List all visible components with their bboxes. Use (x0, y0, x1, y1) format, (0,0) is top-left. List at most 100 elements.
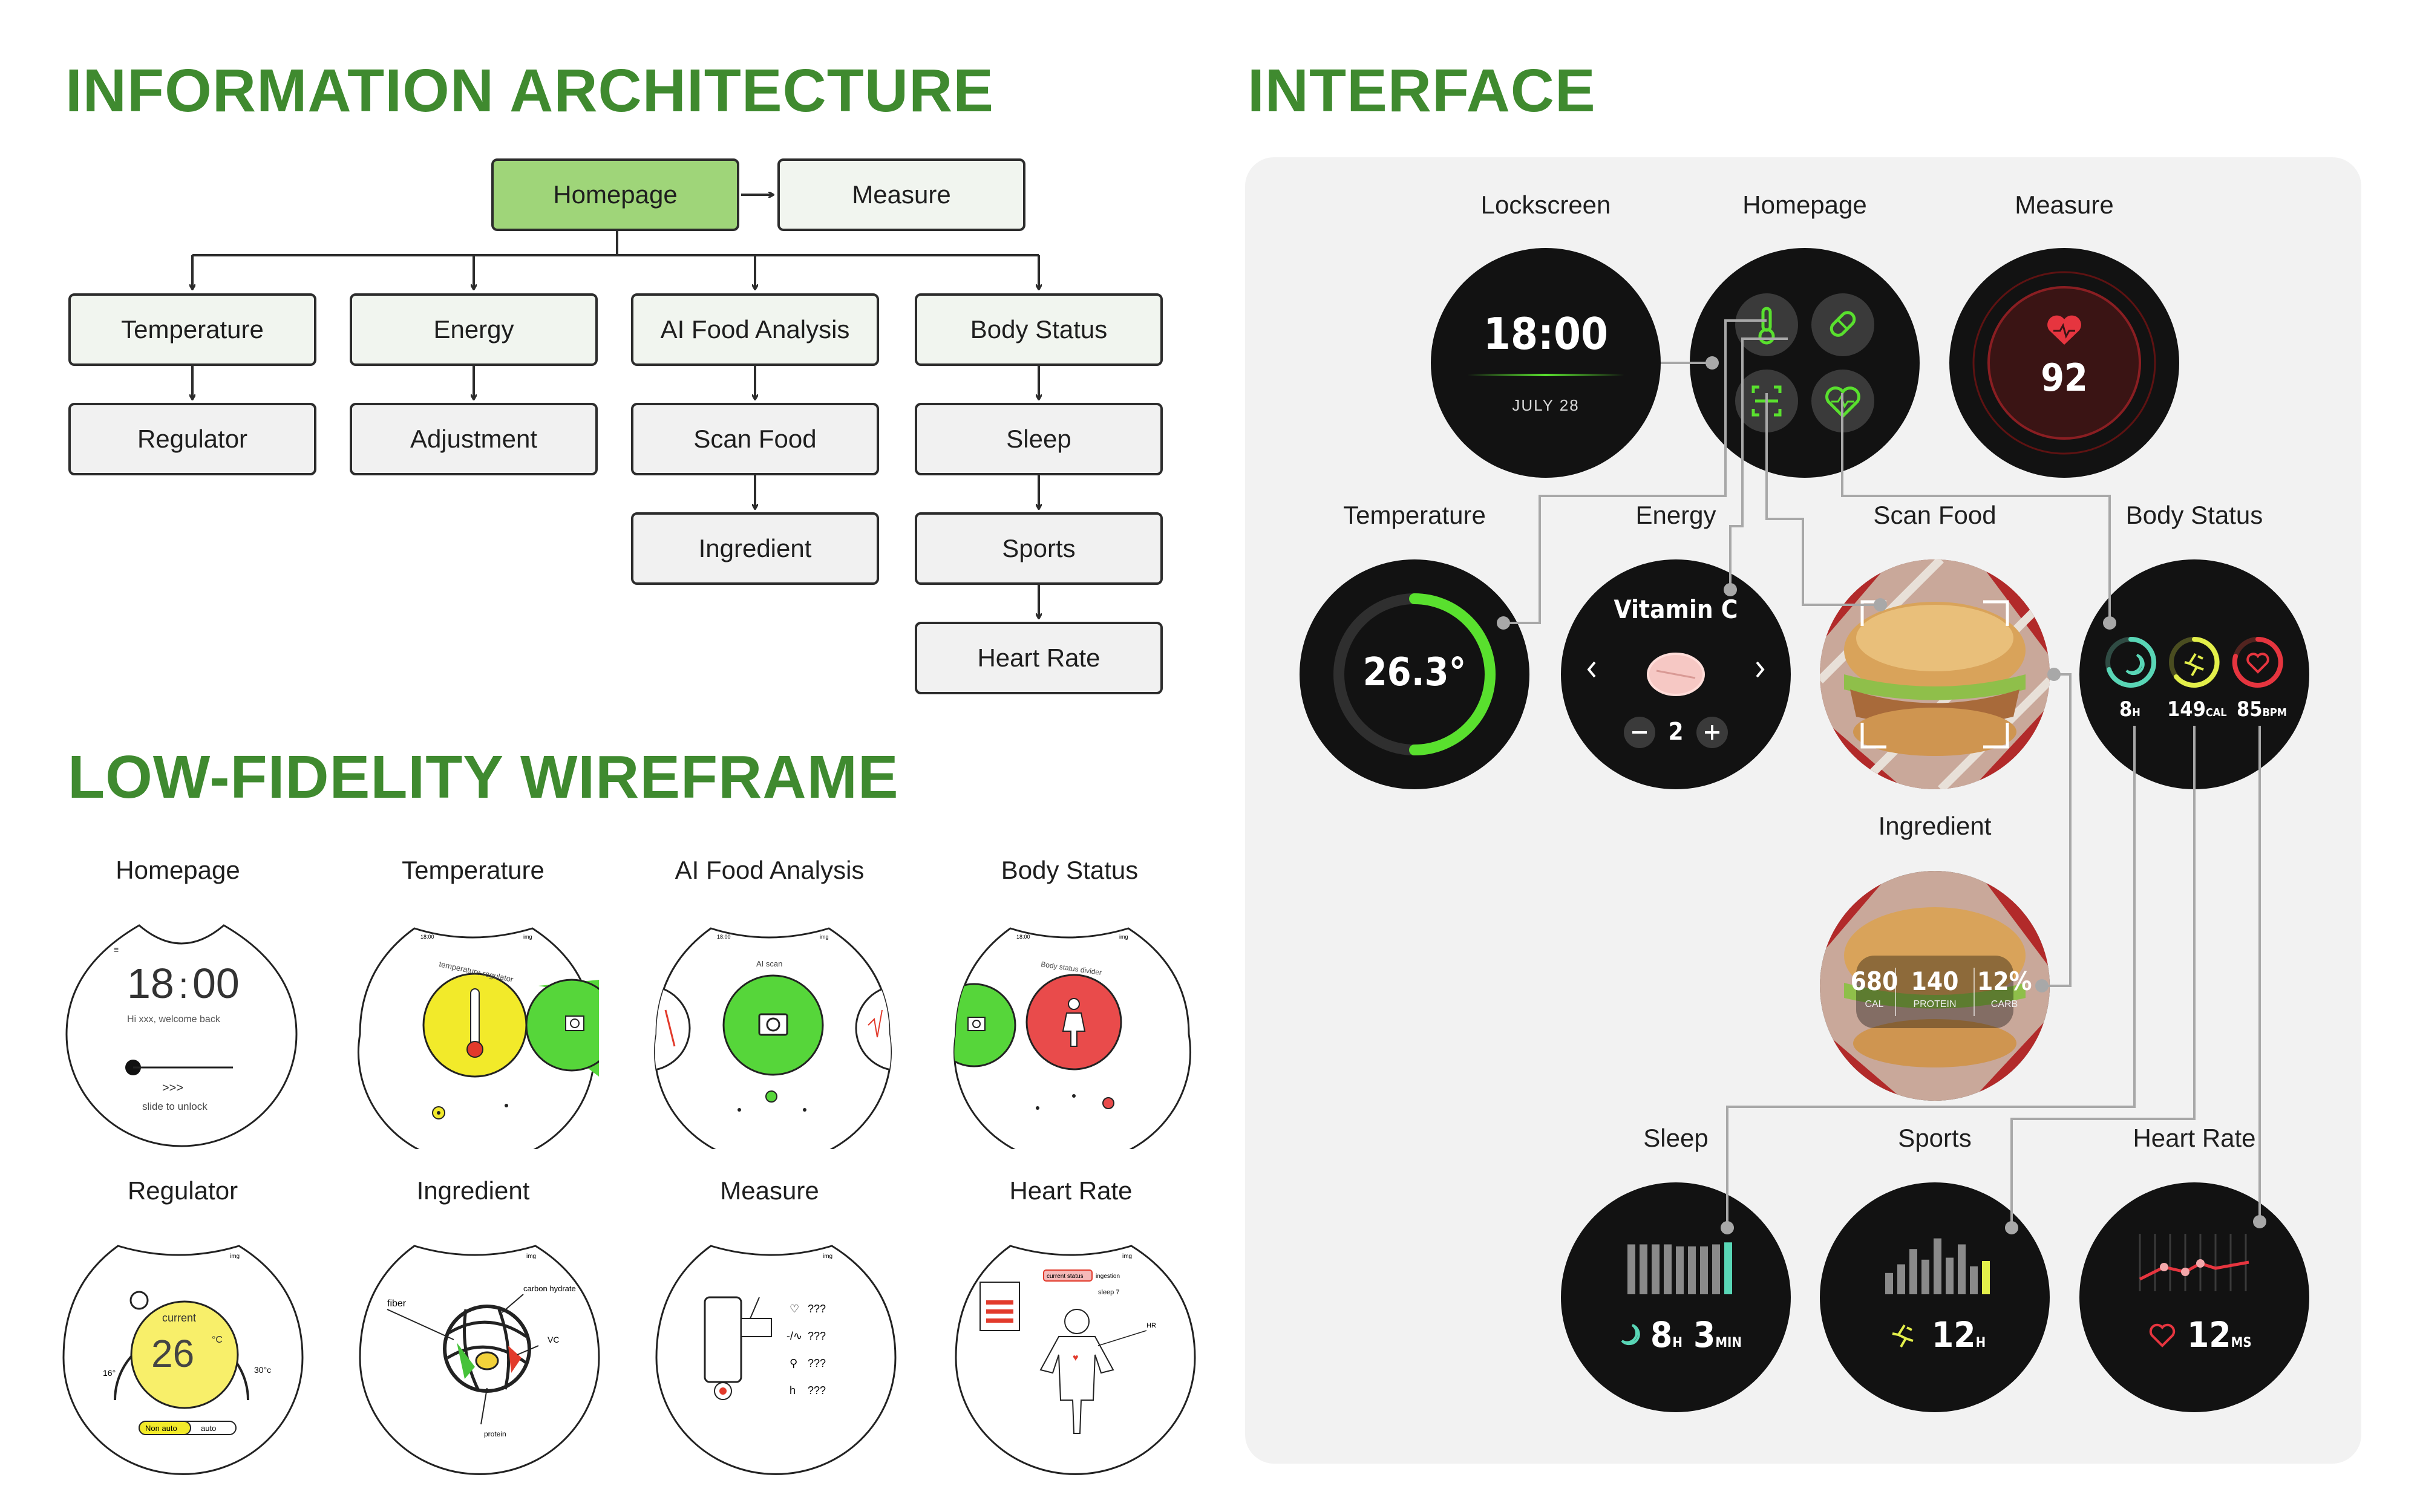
wf-label-measure: Measure (720, 1176, 819, 1205)
interface-heading: INTERFACE (1248, 57, 1596, 125)
body-cal-value: 149 (2167, 697, 2206, 722)
bar-2 (1652, 1244, 1660, 1294)
svg-text:♥: ♥ (1073, 1353, 1079, 1363)
watch-temperature[interactable]: 26.3° (1300, 559, 1529, 789)
heart-rate-value: 12 (2187, 1314, 2231, 1355)
svg-text:⚲: ⚲ (790, 1357, 797, 1369)
energy-title: Vitamin C (1614, 595, 1738, 624)
wf-label-regulator: Regulator (127, 1176, 238, 1205)
svg-text:???: ??? (808, 1303, 826, 1315)
wf-label-temperature: Temperature (402, 856, 544, 884)
ui-label-lockscreen: Lockscreen (1480, 191, 1611, 219)
wf-ingredient-sketch: img fiber carbon hydrate VC protein (359, 1245, 600, 1475)
ia-ingredient-node: Ingredient (631, 512, 879, 585)
ui-label-homepage: Homepage (1742, 191, 1867, 219)
bar-4 (1676, 1246, 1684, 1294)
temperature-arc (1409, 593, 1496, 755)
bar-1 (1897, 1264, 1905, 1294)
energy-count: 2 (1668, 718, 1684, 746)
svg-text:img: img (230, 1253, 240, 1260)
svg-text:ingestion: ingestion (1096, 1273, 1120, 1280)
watch-body-status[interactable]: 8H 149CAL 85BPM (2079, 559, 2309, 789)
svg-text:sleep 7: sleep 7 (1098, 1289, 1119, 1296)
body-sleep-value: 8 (2119, 697, 2133, 722)
lockscreen-date: JULY 28 (1512, 396, 1580, 414)
svg-text:fiber: fiber (387, 1299, 407, 1309)
wf-label-ingredient: Ingredient (416, 1176, 530, 1205)
body-bpm-value: 85 (2237, 697, 2263, 722)
wf-measure-sketch: img ♡??? -/∿??? ⚲??? h??? (655, 1245, 897, 1475)
svg-text:>>>: >>> (162, 1081, 183, 1095)
scan-icon (1735, 370, 1798, 432)
watch-homepage[interactable] (1690, 248, 1920, 478)
moon-icon (1621, 1324, 1640, 1346)
watch-energy[interactable]: Vitamin C 2 (1561, 559, 1791, 789)
scan-frame (1860, 600, 2009, 749)
svg-text:current: current (162, 1312, 196, 1324)
moon-icon (2125, 654, 2145, 676)
ui-label-heart-rate: Heart Rate (2133, 1124, 2256, 1152)
watch-measure[interactable]: 92 (1949, 248, 2179, 478)
wf-homepage-greeting: Hi xxx, welcome back (127, 1014, 221, 1025)
heart-icon (2149, 1323, 2176, 1347)
ui-label-body-status: Body Status (2125, 501, 2263, 529)
ia-homepage-node: Homepage (491, 158, 739, 231)
chevron-left-icon (1587, 661, 1596, 678)
svg-text:°C: °C (212, 1335, 223, 1345)
svg-text:auto: auto (201, 1424, 216, 1433)
wf-homepage-min: 00 (192, 960, 240, 1007)
ingredient-protein-value: 140 (1911, 966, 1959, 996)
wf-regulator-sketch: img current 26 °C 16° 30°c Non auto auto (62, 1245, 304, 1475)
svg-text::: : (178, 965, 189, 1006)
watch-sleep[interactable]: 8H 3MIN (1561, 1182, 1791, 1412)
watch-ingredient[interactable]: 680 CAL 140 PROTEIN 12% CARB (1820, 871, 2050, 1101)
svg-text:carbon hydrate: carbon hydrate (523, 1284, 576, 1293)
ui-label-ingredient: Ingredient (1878, 812, 1992, 840)
svg-text:img: img (526, 1253, 536, 1260)
watch-heart-rate[interactable]: 12MS (2079, 1182, 2309, 1412)
svg-text:-/∿: -/∿ (786, 1330, 802, 1342)
sports-value: 12 (1932, 1314, 1976, 1355)
bar-7 (1712, 1244, 1720, 1294)
ui-label-energy: Energy (1635, 501, 1716, 529)
sleep-bars (1627, 1242, 1732, 1294)
ia-heading: INFORMATION ARCHITECTURE (65, 57, 994, 125)
sleep-hours: 8 (1650, 1314, 1673, 1355)
watch-scan-food[interactable] (1820, 559, 2050, 789)
wf-label-heart-rate: Heart Rate (1009, 1176, 1133, 1205)
bar-5 (1688, 1246, 1696, 1294)
bar-6 (1700, 1246, 1708, 1294)
ingredient-carb-value: 12% (1977, 966, 2032, 996)
bar-3 (1664, 1244, 1672, 1294)
watch-lockscreen[interactable]: 18:00 JULY 28 (1431, 248, 1661, 478)
svg-text:18:00: 18:00 (420, 934, 434, 940)
ia-temperature-node: Temperature (68, 293, 316, 366)
bar-4 (1934, 1238, 1941, 1294)
ia-sleep-node: Sleep (915, 403, 1163, 475)
ia-sports-node: Sports (915, 512, 1163, 585)
svg-text:HR: HR (1146, 1322, 1156, 1329)
wf-label-ai-food: AI Food Analysis (675, 856, 865, 884)
bar-8 (1982, 1261, 1990, 1294)
ui-label-measure: Measure (2015, 191, 2114, 219)
pill-icon (1811, 293, 1874, 356)
bar-6 (1958, 1244, 1966, 1294)
ia-energy-node: Energy (350, 293, 598, 366)
wf-heart-rate-sketch: img current status ingestion sleep 7 HR … (955, 1245, 1196, 1475)
wireframe-heading: LOW-FIDELITY WIREFRAME (68, 743, 899, 811)
ia-ai-food-node: AI Food Analysis (631, 293, 879, 366)
bar-7 (1970, 1266, 1978, 1294)
svg-text:current status: current status (1047, 1273, 1084, 1280)
bar-8 (1724, 1242, 1732, 1294)
chevron-right-icon (1756, 661, 1765, 678)
ui-label-sports: Sports (1898, 1124, 1972, 1152)
ia-scan-food-node: Scan Food (631, 403, 879, 475)
svg-text:img: img (1122, 1253, 1132, 1260)
svg-text:???: ??? (808, 1330, 826, 1342)
bar-2 (1909, 1249, 1917, 1294)
watch-sports[interactable]: 12H (1820, 1182, 2050, 1412)
svg-text:img: img (1119, 934, 1128, 940)
